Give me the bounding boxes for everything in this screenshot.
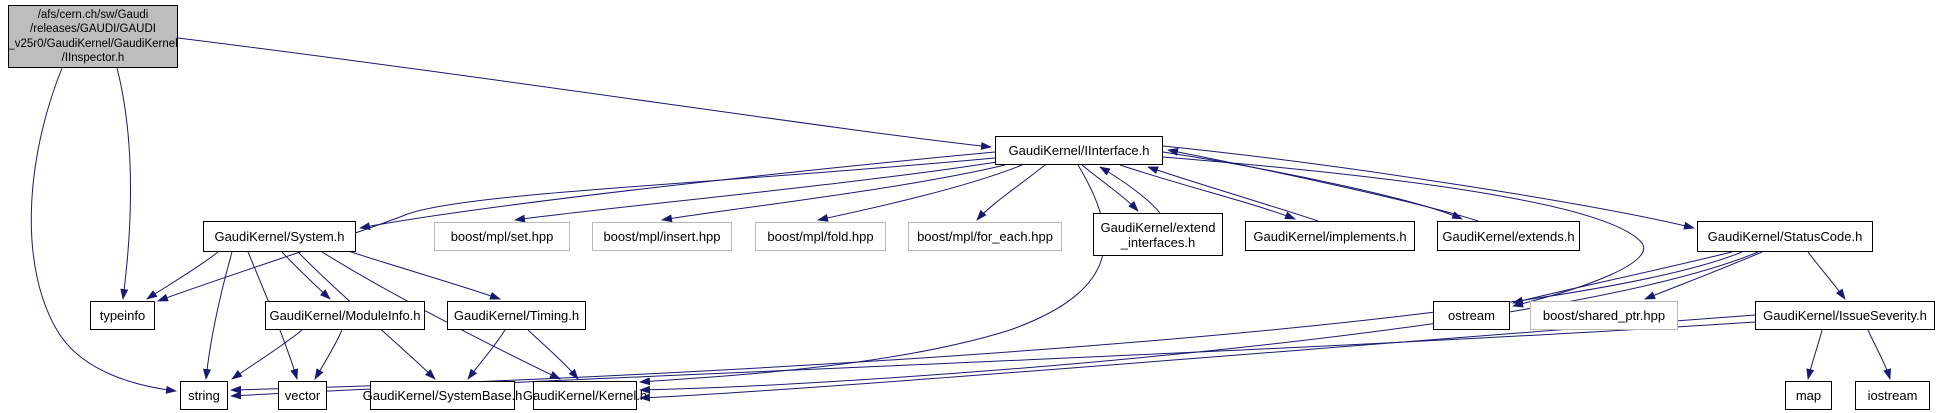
edge-iinterface-extends [1162,151,1463,220]
node-vector[interactable]: vector [278,381,327,410]
edge-issueseverity-map [1806,329,1823,380]
edge-moduleinfo-vector [314,329,343,380]
edge-system-typeinfo [146,251,219,300]
edge-iinterface-extend_interfaces [1081,164,1139,212]
node-statuscode[interactable]: GaudiKernel/StatusCode.h [1697,221,1873,252]
node-root: /afs/cern.ch/sw/Gaudi /releases/GAUDI/GA… [8,5,178,68]
edge-moduleinfo-string [231,329,303,380]
edge-timing-systembase [467,329,506,380]
edge-system-timing [344,249,501,300]
edge-extends-iinterface [1167,148,1479,222]
edge-iinterface-mpl_insert [661,164,1006,223]
node-mpl_fold: boost/mpl/fold.hpp [755,222,886,251]
edge-iinterface-typeinfo [157,157,996,302]
edge-root-iinterface [177,37,992,150]
node-timing[interactable]: GaudiKernel/Timing.h [447,301,586,330]
node-extend_interfaces[interactable]: GaudiKernel/extend _interfaces.h [1093,213,1223,256]
edge-issueseverity-iostream [1867,329,1892,380]
node-iostream[interactable]: iostream [1855,381,1930,410]
edge-statuscode-shared_ptr [1644,251,1763,300]
node-map[interactable]: map [1785,381,1832,410]
node-iinterface[interactable]: GaudiKernel/IInterface.h [995,136,1163,165]
edge-root-string [30,67,177,394]
edge-extend_interfaces-iinterface [1099,166,1161,214]
node-extends[interactable]: GaudiKernel/extends.h [1437,221,1580,251]
edge-iinterface-implements [1119,164,1296,220]
node-system[interactable]: GaudiKernel/System.h [203,221,356,252]
edge-root-typeinfo [116,67,131,300]
edge-iinterface-ostream [1162,156,1645,308]
node-mpl_foreach: boost/mpl/for_each.hpp [908,222,1062,251]
node-kernel[interactable]: GaudiKernel/Kernel.h [523,381,647,410]
node-systembase[interactable]: GaudiKernel/SystemBase.h [363,381,522,410]
edge-statuscode-issueseverity [1807,251,1846,300]
edge-iinterface-mpl_foreach [976,164,1046,221]
edge-iinterface-statuscode [1162,145,1695,230]
edge-timing-kernel [527,329,579,380]
edge-statuscode-kernel [639,251,1759,394]
node-mpl_set: boost/mpl/set.hpp [434,222,570,251]
node-typeinfo[interactable]: typeinfo [90,301,155,330]
edge-implements-iinterface [1147,166,1319,222]
edge-iinterface-mpl_set [514,161,998,223]
node-issueseverity[interactable]: GaudiKernel/IssueSeverity.h [1755,301,1935,330]
node-string[interactable]: string [180,381,228,410]
node-moduleinfo[interactable]: GaudiKernel/ModuleInfo.h [265,301,425,330]
edge-iinterface-system [359,151,996,231]
node-shared_ptr: boost/shared_ptr.hpp [1530,301,1678,330]
node-implements[interactable]: GaudiKernel/implements.h [1245,221,1415,251]
edge-statuscode-ostream [1512,251,1733,305]
edge-iinterface-mpl_fold [817,164,1023,222]
node-ostream[interactable]: ostream [1433,301,1510,330]
node-mpl_insert: boost/mpl/insert.hpp [592,222,732,251]
edge-system-string [203,251,233,380]
edge-system-moduleinfo [281,251,331,300]
